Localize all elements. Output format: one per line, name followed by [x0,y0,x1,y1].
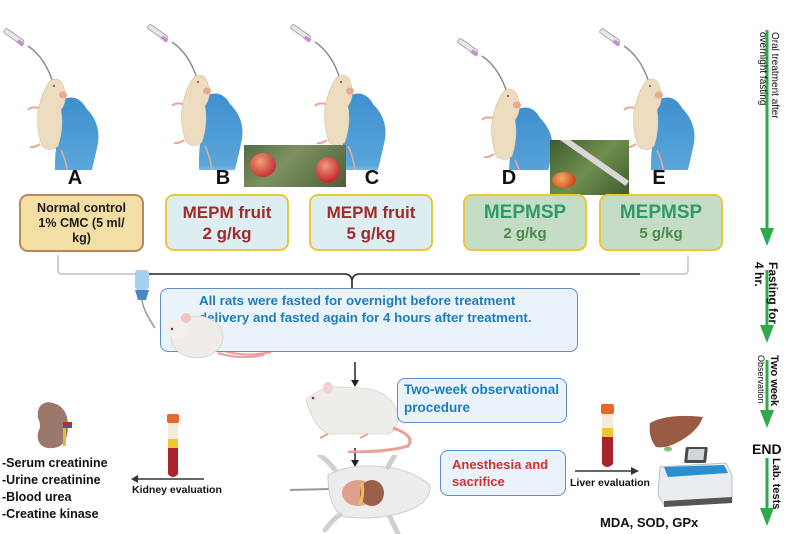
liver-evaluation-label: Liver evaluation [570,477,650,489]
kidney-test-item: -Serum creatinine [2,456,108,470]
group-d-line1: MEPMSP [483,201,567,223]
kidney-test-item: -Creatine kinase [2,507,99,521]
kidney-test-item: -Urine creatinine [2,473,101,487]
liver-icon [649,415,703,452]
timeline-step3-line2: Observation [756,355,766,404]
group-e-line2: 5 g/kg [639,224,683,242]
group-letter-c: C [364,167,380,189]
group-bracket [57,255,689,290]
group-a-line3: kg) [72,230,91,245]
liver-arrow-icon [575,467,639,475]
group-letter-d: D [501,167,517,189]
group-box-mepmsp-2: MEPMSP 2 g/kg [463,194,587,251]
timeline-step1-line1: Oral treatment after [769,32,780,119]
group-d-line2: 2 g/kg [503,224,547,242]
blood-tube-liver-icon [601,404,614,467]
sacrifice-line1: Anesthesia and [452,457,549,472]
timeline-step1-label: Oral treatment after overnight fasting [756,32,780,119]
group-letter-a: A [67,167,83,189]
sacrifice-line2: sacrifice [452,474,505,489]
group-a-line2: 1% CMC (5 ml/ [38,215,125,230]
fruit-photo [244,145,346,187]
fasting-note-line1: All rats were fasted for overnight befor… [199,293,516,308]
group-b-line1: MEPM fruit [182,202,272,222]
group-e-line1: MEPMSP [619,201,703,223]
kidney-arrow-icon [131,475,204,483]
timeline-step1-line2: overnight fasting [757,32,768,106]
observation-box: Two-week observational procedure [397,378,567,423]
group-letter-e: E [652,167,666,189]
group-box-mepmsp-5: MEPMSP 5 g/kg [599,194,723,251]
gavage-icon-d [456,37,554,170]
fasting-note-box: All rats were fasted for overnight befor… [160,288,578,352]
fasting-note-line2: delivery and fasted again for 4 hours af… [199,310,532,325]
timeline-step3-line1: Two week [768,355,780,407]
seed-plant-photo [550,140,629,195]
timeline-step4-label: Lab. tests [770,458,782,510]
group-a-line1: Normal control [37,200,126,215]
gavage-icon-b [146,23,244,170]
timeline-step3-label: Two week Observation [754,355,780,406]
liver-tests-label: MDA, SOD, GPx [600,515,699,530]
sacrifice-box: Anesthesia and sacrifice [440,450,566,496]
gavage-icon-a [2,27,100,170]
group-box-mepm-fruit-2: MEPM fruit 2 g/kg [165,194,289,251]
blood-tube-kidney-icon [167,414,179,477]
group-box-normal-control: Normal control 1% CMC (5 ml/ kg) [19,194,144,252]
group-b-line2: 2 g/kg [202,223,252,243]
kidney-test-item: -Blood urea [2,490,72,504]
timeline-arrows [760,30,774,526]
observation-line2: procedure [404,400,471,415]
dissected-rat-icon [290,455,431,534]
timeline-end-label: END [752,441,782,457]
flow-arrows [351,362,359,467]
sitting-mouse-icon [167,313,265,359]
kidney-evaluation-label: Kidney evaluation [132,484,222,496]
kidney-test-list: -Serum creatinine -Urine creatinine -Blo… [2,455,108,523]
observation-line1: Two-week observational [404,382,560,397]
timeline-step2-line1: Fasting for [766,262,780,324]
lab-analyzer-icon [657,447,733,507]
group-c-line1: MEPM fruit [326,202,416,222]
group-c-line2: 5 g/kg [346,223,396,243]
timeline-step2-label: Fasting for 4 hr. [752,262,780,324]
rat-observation-icon [305,382,412,453]
kidney-icon [37,402,72,449]
timeline-step2-line2: 4 hr. [752,262,766,287]
group-letter-b: B [215,167,231,189]
group-box-mepm-fruit-5: MEPM fruit 5 g/kg [309,194,433,251]
